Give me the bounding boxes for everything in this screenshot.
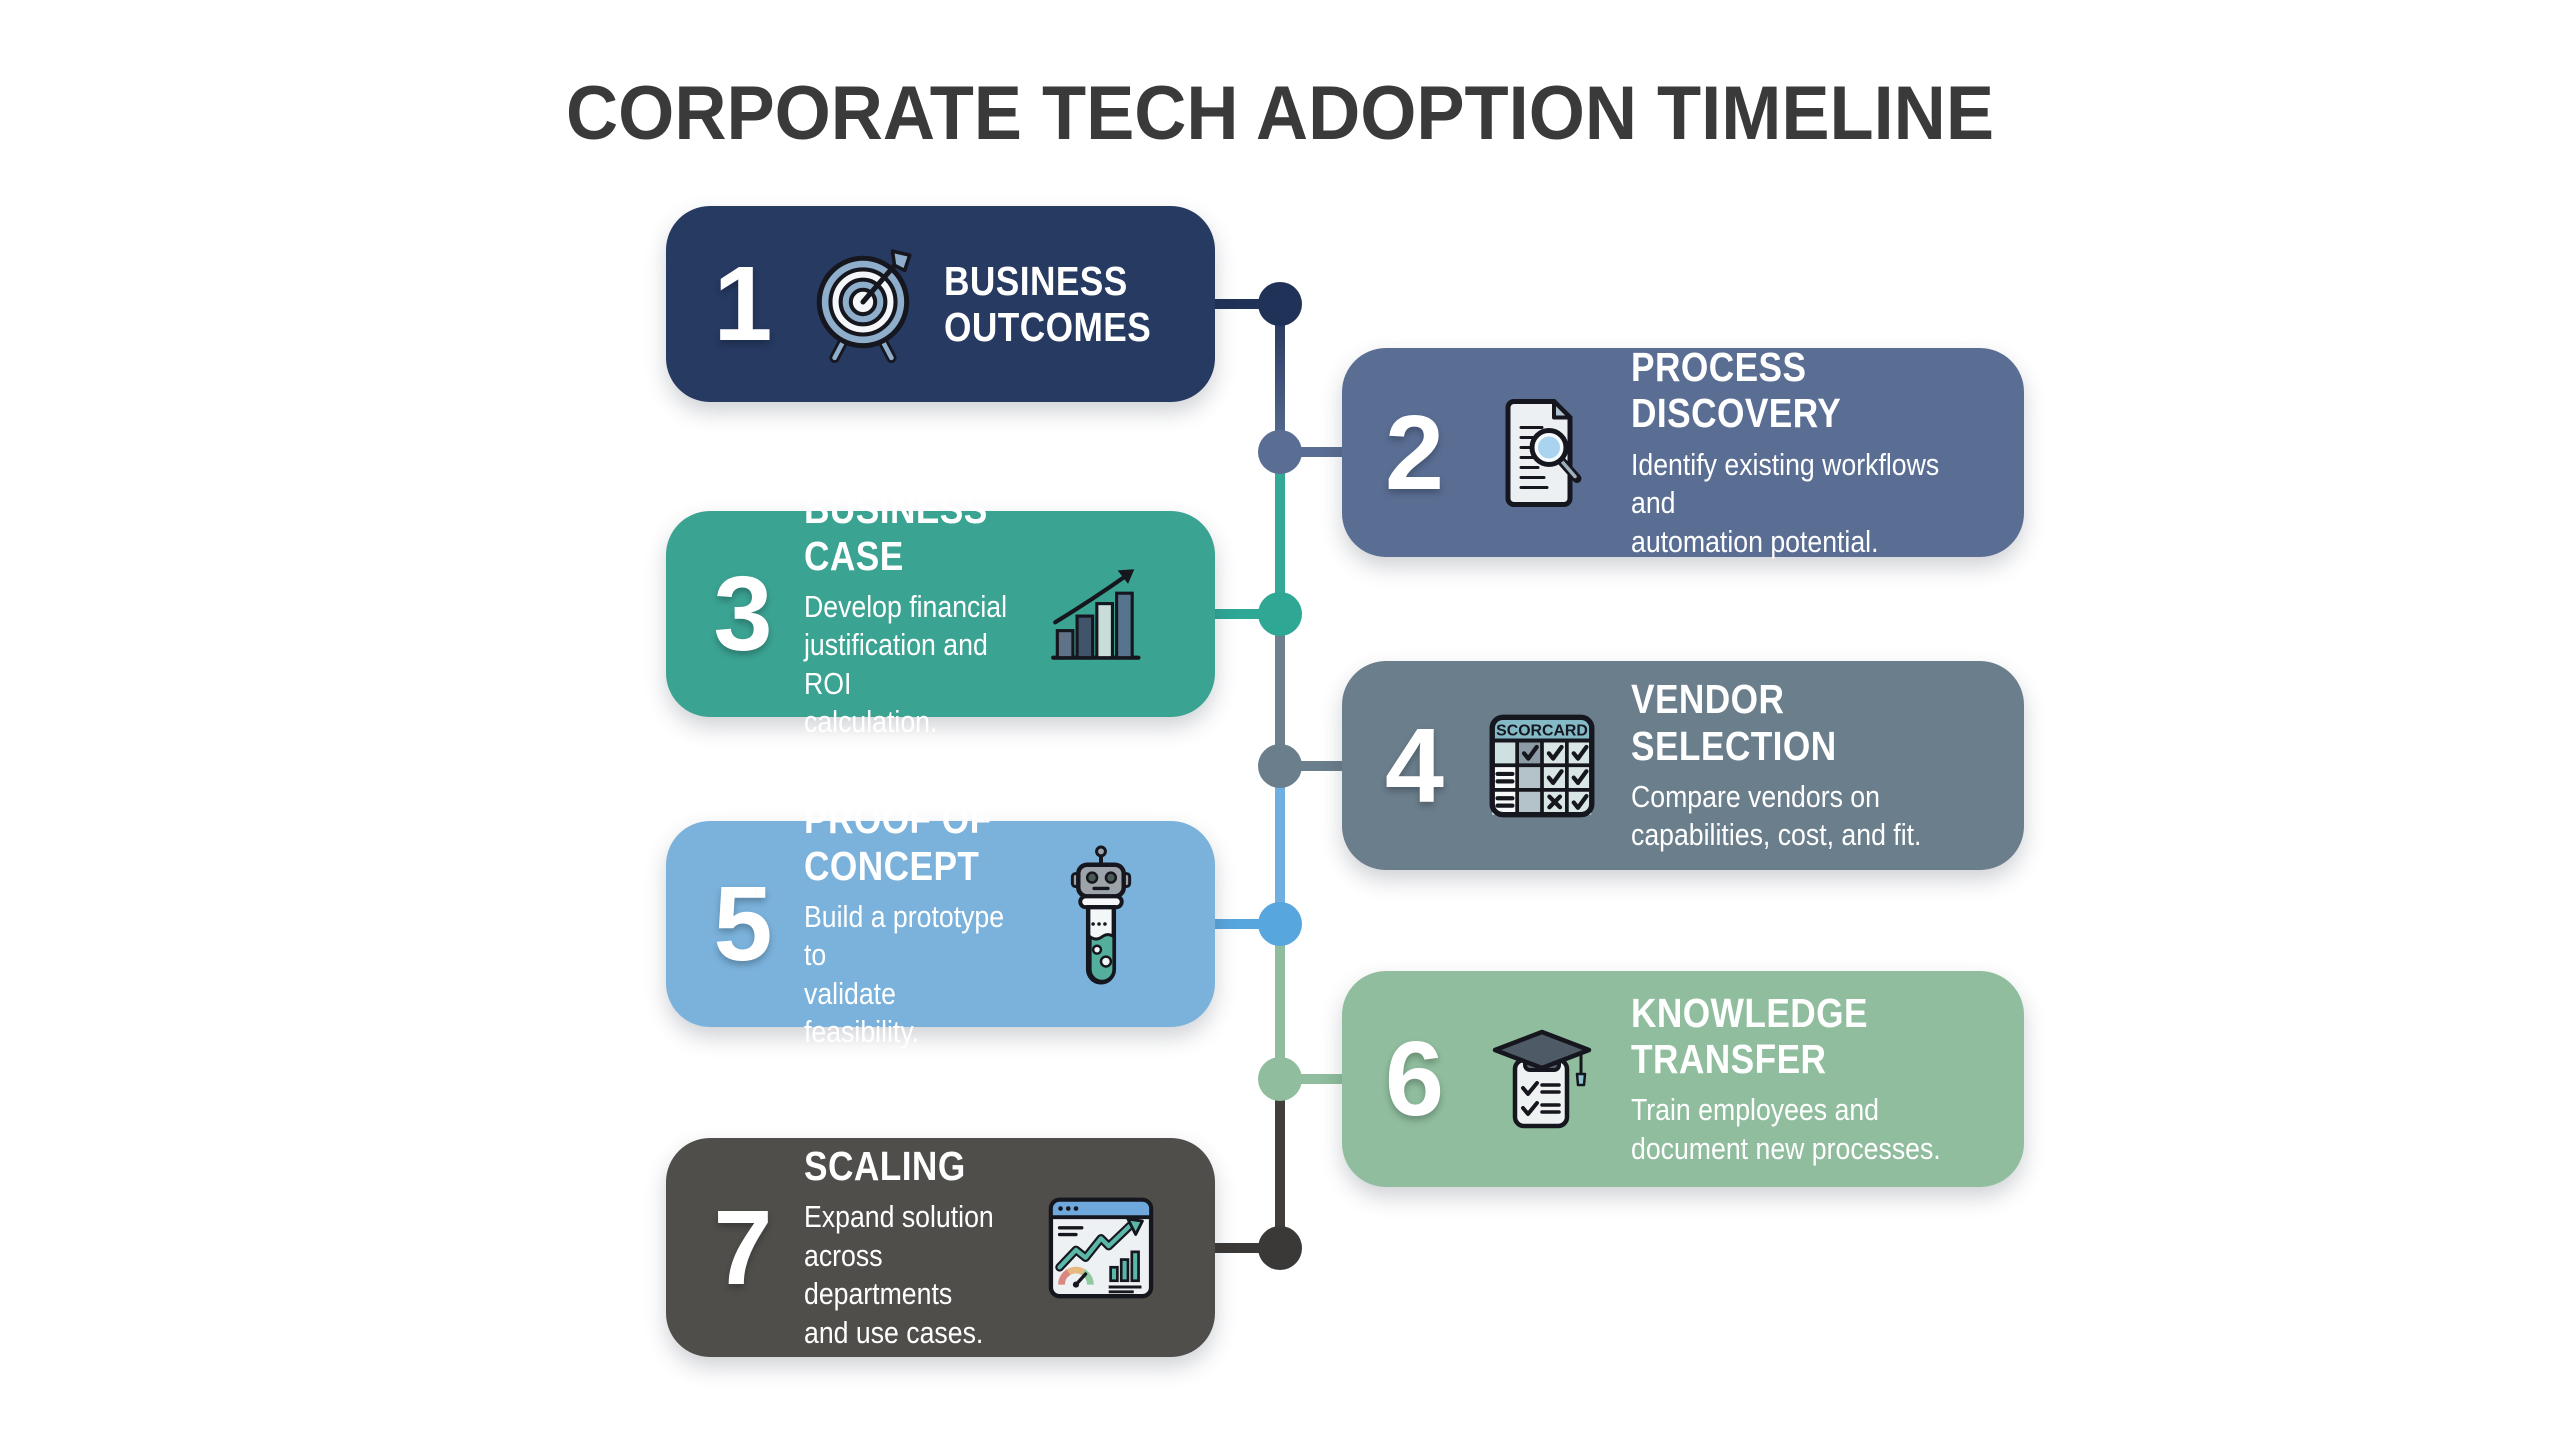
connector-step-6 — [1280, 1074, 1350, 1084]
step-description: Compare vendors on capabilities, cost, a… — [1631, 778, 1922, 853]
step-number: 4 — [1385, 706, 1444, 825]
connector-step-5 — [1208, 919, 1280, 929]
timeline-dot-7 — [1258, 1226, 1302, 1270]
robot-test-tube-icon — [1045, 845, 1157, 1003]
step-title: PROCESS DISCOVERY — [1631, 344, 1842, 437]
timeline-segment-6 — [1275, 1079, 1285, 1248]
step-card-5: 5 PROOF OF CONCEPT Build a prototype to … — [666, 796, 1215, 1049]
scorecard-label: SCORCARD — [1496, 722, 1588, 739]
document-search-icon — [1477, 394, 1607, 512]
timeline-dot-5 — [1258, 902, 1302, 946]
step-title: BUSINESS OUTCOMES — [944, 257, 1152, 350]
graduation-cap-checklist-icon — [1477, 1023, 1607, 1135]
scorecard-icon: SCORCARD — [1477, 713, 1607, 819]
connector-step-4 — [1280, 761, 1350, 771]
step-number: 7 — [713, 1188, 773, 1307]
timeline-segment-1 — [1275, 304, 1285, 452]
step-title: KNOWLEDGE TRANSFER — [1631, 989, 1868, 1083]
step-card-3: 3 BUSINESS CASE Develop financial justif… — [666, 486, 1215, 739]
timeline-segment-3 — [1275, 614, 1285, 766]
step-number: 1 — [713, 245, 773, 363]
dashboard-icon — [1045, 1196, 1157, 1300]
timeline-segment-4 — [1275, 766, 1285, 924]
step-description: Expand solution across departments and u… — [804, 1199, 994, 1350]
timeline-dot-1 — [1258, 282, 1302, 326]
timeline-dot-4 — [1258, 744, 1302, 788]
step-number: 6 — [1385, 1020, 1444, 1138]
step-card-2: 2 PROCESS DISCOV — [1342, 344, 2024, 559]
step-title: SCALING — [804, 1142, 966, 1189]
step-description: Develop financial justification and ROI … — [804, 588, 1008, 740]
timeline-dot-2 — [1258, 430, 1302, 474]
connector-step-1 — [1208, 299, 1280, 309]
connector-step-2 — [1280, 447, 1350, 457]
target-icon — [804, 243, 922, 365]
step-card-4: 4 SCORCARD — [1342, 661, 2024, 870]
step-card-1: 1 BUSINESS OUTCOMES — [666, 206, 1215, 402]
step-description: Identify existing workflows and automati… — [1631, 446, 1940, 559]
connector-step-7 — [1208, 1243, 1280, 1253]
timeline-segment-5 — [1275, 924, 1285, 1079]
step-title: BUSINESS CASE — [804, 486, 988, 579]
step-description: Train employees and document new process… — [1631, 1092, 1941, 1166]
step-number: 3 — [713, 555, 773, 673]
step-description: Build a prototype to validate feasibilit… — [804, 898, 1005, 1050]
step-title: VENDOR SELECTION — [1631, 676, 1837, 769]
connector-step-3 — [1208, 609, 1280, 619]
timeline-dot-3 — [1258, 592, 1302, 636]
step-card-7: 7 SCALING Expand solution across departm… — [666, 1138, 1215, 1357]
timeline-dot-6 — [1258, 1057, 1302, 1101]
page-title: CORPORATE TECH ADOPTION TIMELINE — [566, 71, 1994, 156]
growth-chart-icon — [1045, 564, 1157, 664]
step-number: 5 — [713, 865, 773, 983]
step-number: 2 — [1385, 393, 1444, 512]
timeline-segment-2 — [1275, 452, 1285, 614]
step-card-6: 6 KNOWLEDGE TRANSFER Train emp — [1342, 971, 2024, 1187]
step-title: PROOF OF CONCEPT — [804, 796, 992, 889]
